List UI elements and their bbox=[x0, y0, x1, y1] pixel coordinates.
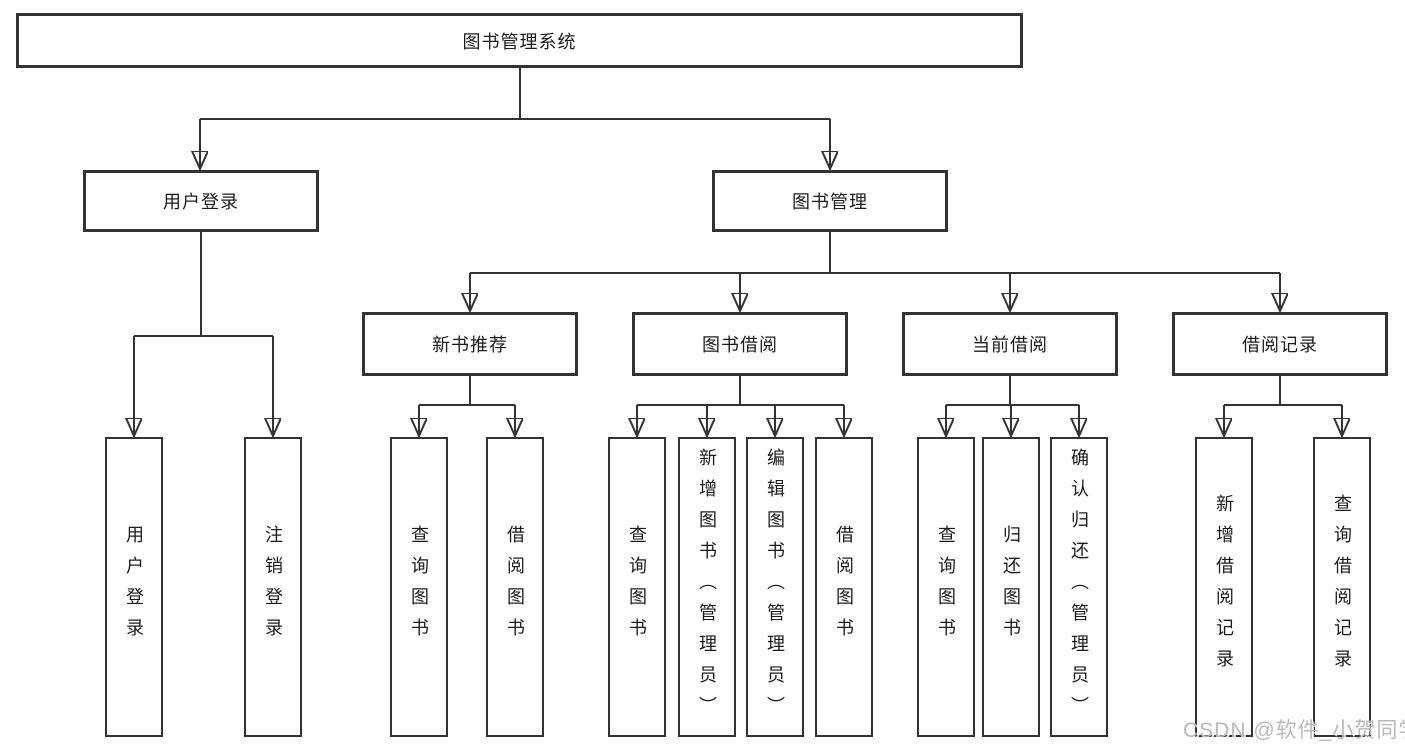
node-leaf-query-books-2-label: 查询图书 bbox=[627, 525, 647, 649]
node-leaf-query-books-2: 查询图书 bbox=[608, 437, 666, 737]
node-leaf-borrow-books-2-label: 借阅图书 bbox=[834, 525, 854, 649]
node-book-management-label: 图书管理 bbox=[792, 192, 868, 212]
node-book-borrow: 图书借阅 bbox=[632, 312, 848, 376]
node-leaf-query-borrow-record: 查询借阅记录 bbox=[1313, 437, 1371, 737]
node-leaf-user-login: 用户登录 bbox=[105, 437, 163, 737]
node-leaf-query-books-1-label: 查询图书 bbox=[409, 525, 429, 649]
node-leaf-edit-books-admin: 编辑图书（管理员） bbox=[746, 437, 804, 737]
node-leaf-logout-label: 注销登录 bbox=[263, 525, 283, 649]
node-book-borrow-label: 图书借阅 bbox=[702, 335, 778, 355]
node-borrow-records: 借阅记录 bbox=[1172, 312, 1388, 376]
node-leaf-confirm-return-admin: 确认归还（管理员） bbox=[1050, 437, 1108, 737]
node-leaf-add-books-admin-label: 新增图书（管理员） bbox=[697, 447, 717, 727]
node-new-book-recommend: 新书推荐 bbox=[362, 312, 578, 376]
node-new-book-recommend-label: 新书推荐 bbox=[432, 335, 508, 355]
node-leaf-query-books-1: 查询图书 bbox=[390, 437, 448, 737]
node-leaf-query-borrow-record-label: 查询借阅记录 bbox=[1332, 494, 1352, 680]
node-leaf-query-books-3: 查询图书 bbox=[917, 437, 975, 737]
node-user-login: 用户登录 bbox=[83, 170, 319, 232]
watermark: CSDN @软件_小贺同学 bbox=[1183, 719, 1405, 742]
node-leaf-add-borrow-record-label: 新增借阅记录 bbox=[1214, 494, 1234, 680]
node-leaf-add-books-admin: 新增图书（管理员） bbox=[678, 437, 736, 737]
node-root: 图书管理系统 bbox=[16, 13, 1023, 68]
node-leaf-borrow-books-1-label: 借阅图书 bbox=[505, 525, 525, 649]
node-user-login-label: 用户登录 bbox=[163, 192, 239, 212]
node-leaf-logout: 注销登录 bbox=[244, 437, 302, 737]
node-current-borrow-label: 当前借阅 bbox=[972, 335, 1048, 355]
node-current-borrow: 当前借阅 bbox=[902, 312, 1118, 376]
node-leaf-query-books-3-label: 查询图书 bbox=[936, 525, 956, 649]
node-leaf-add-borrow-record: 新增借阅记录 bbox=[1195, 437, 1253, 737]
node-leaf-edit-books-admin-label: 编辑图书（管理员） bbox=[765, 447, 785, 727]
node-leaf-confirm-return-admin-label: 确认归还（管理员） bbox=[1069, 447, 1089, 727]
node-root-label: 图书管理系统 bbox=[462, 31, 577, 52]
node-leaf-return-books: 归还图书 bbox=[982, 437, 1040, 737]
node-borrow-records-label: 借阅记录 bbox=[1242, 335, 1318, 355]
node-leaf-borrow-books-2: 借阅图书 bbox=[815, 437, 873, 737]
node-leaf-user-login-label: 用户登录 bbox=[124, 525, 144, 649]
node-leaf-borrow-books-1: 借阅图书 bbox=[486, 437, 544, 737]
node-leaf-return-books-label: 归还图书 bbox=[1001, 525, 1021, 649]
node-book-management: 图书管理 bbox=[712, 170, 948, 232]
